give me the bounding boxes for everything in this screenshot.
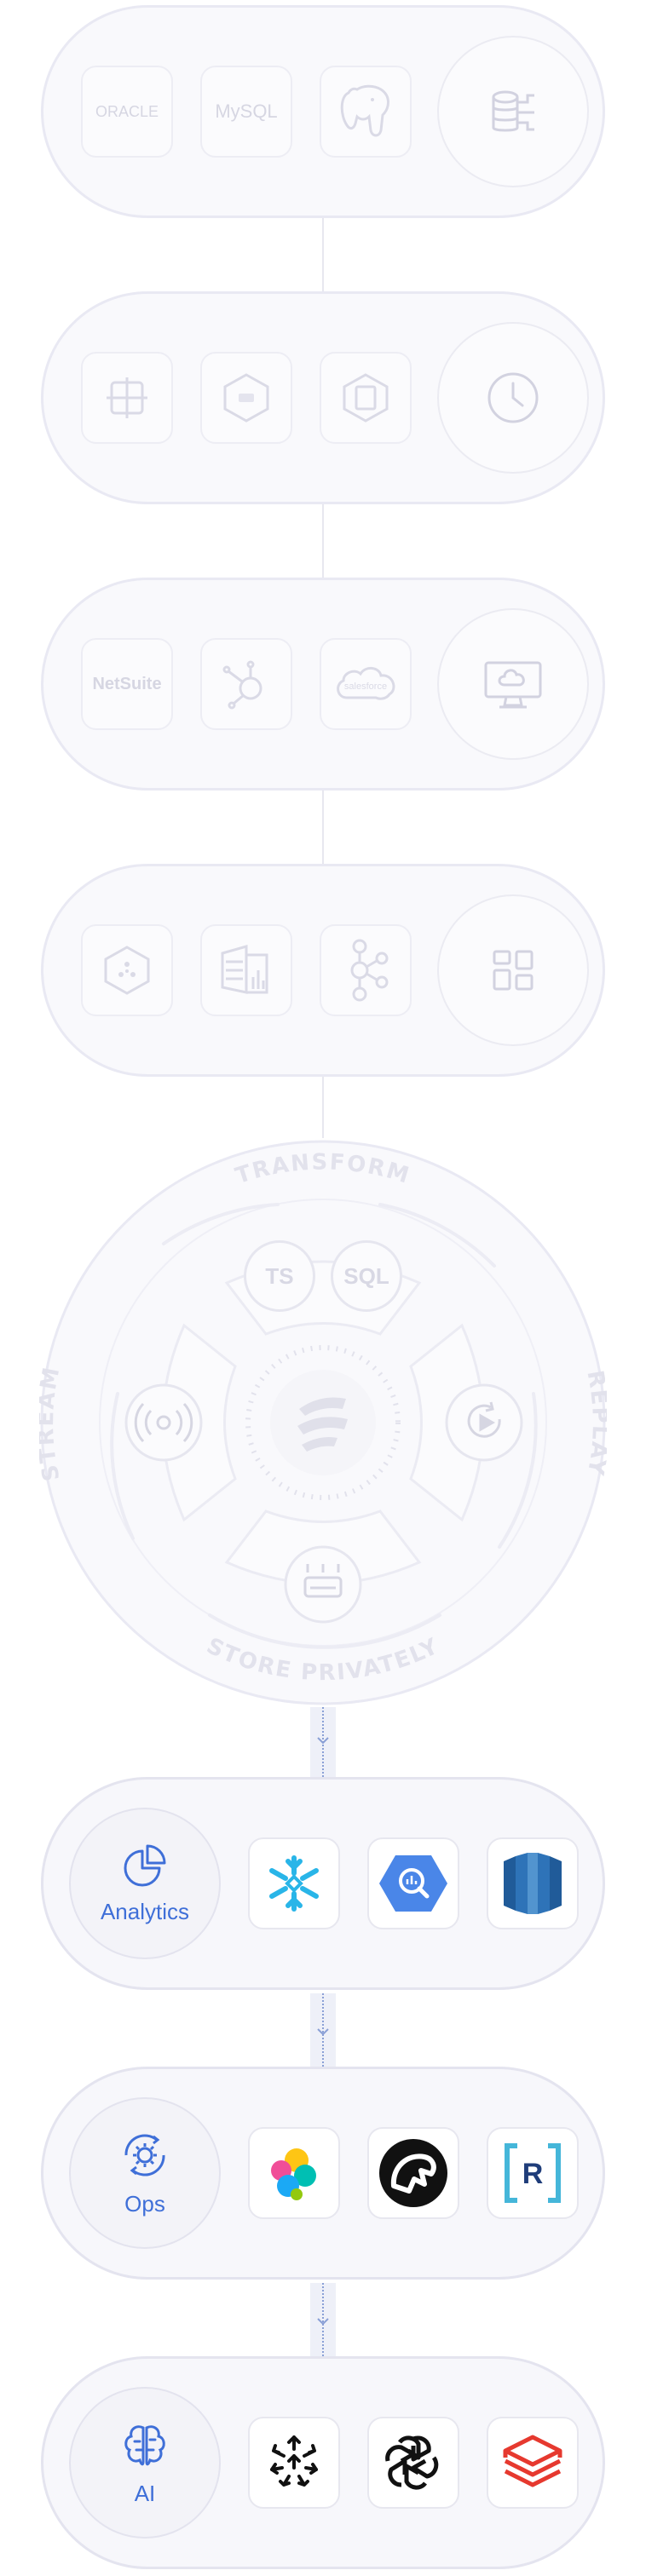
mysql-logo-card[interactable]: MySQL (200, 66, 292, 158)
pubsub-logo-card[interactable] (81, 924, 173, 1016)
kafka-logo-icon (350, 939, 389, 1002)
rockset-logo-card[interactable]: R (487, 2127, 579, 2219)
ai-badge[interactable]: AI (69, 2387, 221, 2539)
hubspot-logo-card[interactable] (200, 638, 292, 730)
bigquery-logo-card[interactable] (367, 1837, 459, 1929)
netsuite-logo: NetSuite (92, 674, 162, 693)
database-icon (492, 90, 534, 132)
netsuite-logo-card[interactable]: NetSuite (81, 638, 173, 730)
kafka-logo-card[interactable] (320, 924, 412, 1016)
connector-line (322, 1070, 324, 1138)
storage-icon (303, 1564, 343, 1598)
redshift-logo-icon (504, 1853, 562, 1914)
hexagon-logo-icon (223, 373, 269, 423)
openai-logo-card[interactable] (367, 2417, 459, 2509)
ops-label: Ops (124, 2190, 165, 2217)
pie-chart-icon (124, 1844, 166, 1886)
grid-icon-circle (437, 894, 589, 1046)
oracle-logo-card[interactable]: ORACLE (81, 66, 173, 158)
databricks-logo-card[interactable] (487, 2417, 579, 2509)
grid-icon (493, 950, 534, 991)
analytics-badge[interactable]: Analytics (69, 1808, 221, 1959)
redshift-logo-card[interactable] (487, 1837, 579, 1929)
connector-line (322, 218, 324, 293)
ai-label: AI (134, 2480, 156, 2506)
brain-icon (124, 2424, 165, 2465)
source-scheduled-row (41, 291, 605, 504)
materialize-logo-icon (379, 2139, 447, 2207)
snowflake-logo-card[interactable] (248, 1837, 340, 1929)
ts-label: TS (265, 1262, 294, 1289)
destination-analytics-row: Analytics (41, 1777, 605, 1990)
hexagon-logo-card-2[interactable] (200, 352, 292, 444)
pubsub-logo-icon (104, 946, 150, 995)
cloud-monitor-icon-circle (437, 608, 589, 760)
source-saas-row: NetSuite salesforce (41, 578, 605, 791)
ops-badge[interactable]: Ops (69, 2097, 221, 2249)
source-streams-row (41, 864, 605, 1077)
gear-sync-icon (124, 2133, 165, 2176)
salesforce-logo: salesforce (344, 681, 387, 692)
warehouse-logo-icon (343, 373, 389, 423)
pinecone-logo-icon (270, 2435, 318, 2487)
snowflake-logo-icon (269, 1855, 319, 1912)
engine-diagram: TRANSFORM STORE PRIVATELY STREAM REPLAY (33, 1138, 611, 1707)
engine-circle: TRANSFORM STORE PRIVATELY STREAM REPLAY (33, 1140, 611, 1705)
connector-line (322, 791, 324, 865)
stream-broadcast-icon (134, 1402, 193, 1443)
elastic-logo-icon (271, 2148, 316, 2200)
table-logo-icon (107, 377, 147, 418)
salesforce-logo-card[interactable]: salesforce (320, 638, 412, 730)
flow-connector (310, 2283, 336, 2356)
flow-connector (310, 1707, 336, 1777)
clock-icon-circle (437, 322, 589, 474)
connector-line (322, 504, 324, 579)
database-icon-circle (437, 36, 589, 187)
bigquery-logo-icon (379, 1855, 447, 1912)
postgresql-elephant-icon (340, 84, 389, 137)
hubspot-logo-icon (222, 660, 262, 710)
clock-icon (487, 372, 539, 423)
hexagon-logo-card-1[interactable] (81, 352, 173, 444)
ts-button[interactable]: TS (244, 1240, 315, 1312)
analytics-label: Analytics (100, 1898, 190, 1924)
materialize-logo-card[interactable] (367, 2127, 459, 2219)
pinecone-logo-card[interactable] (248, 2417, 340, 2509)
flow-connector (310, 1993, 336, 2067)
mysql-logo: MySQL (215, 101, 278, 122)
rockset-logo-icon: R (505, 2143, 561, 2203)
postgresql-logo-card[interactable] (320, 66, 412, 158)
destination-ops-row: Ops R (41, 2067, 605, 2280)
replay-icon (467, 1401, 501, 1438)
openai-logo-icon (385, 2435, 439, 2490)
source-databases-row: ORACLE MySQL (41, 5, 605, 218)
databricks-logo-icon (503, 2435, 562, 2487)
svg-text:R: R (522, 2158, 544, 2190)
building-logo-card[interactable] (200, 924, 292, 1016)
cloud-monitor-icon (484, 661, 542, 709)
datalake-logo-icon (221, 945, 268, 994)
sql-label: SQL (343, 1262, 389, 1289)
hexagon-logo-card-3[interactable] (320, 352, 412, 444)
salesforce-cloud-icon: salesforce (337, 667, 395, 700)
oracle-logo: ORACLE (95, 102, 159, 120)
elastic-logo-card[interactable] (248, 2127, 340, 2219)
sql-button[interactable]: SQL (331, 1240, 402, 1312)
destination-ai-row: AI (41, 2356, 605, 2569)
